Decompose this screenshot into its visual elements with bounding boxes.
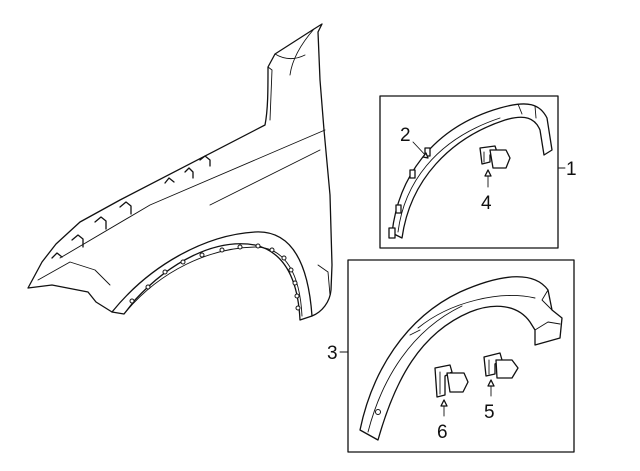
callout-4: 4 (481, 193, 492, 214)
callout-6: 6 (437, 422, 448, 443)
fender-panel (27, 23, 333, 321)
callout-5: 5 (484, 402, 495, 423)
wheel-opening-molding-upper (388, 103, 553, 239)
assembly-box-1 (379, 95, 566, 249)
clip-part-6 (434, 364, 469, 398)
wheel-opening-molding-lower (359, 276, 563, 441)
callout-3: 3 (327, 343, 338, 364)
arch-mounting-holes (129, 243, 301, 311)
clip-part-5 (483, 352, 519, 379)
assembly-box-3 (339, 259, 575, 453)
callout-1: 1 (566, 159, 577, 180)
clip-part-4 (479, 145, 511, 169)
callout-2: 2 (400, 125, 411, 146)
